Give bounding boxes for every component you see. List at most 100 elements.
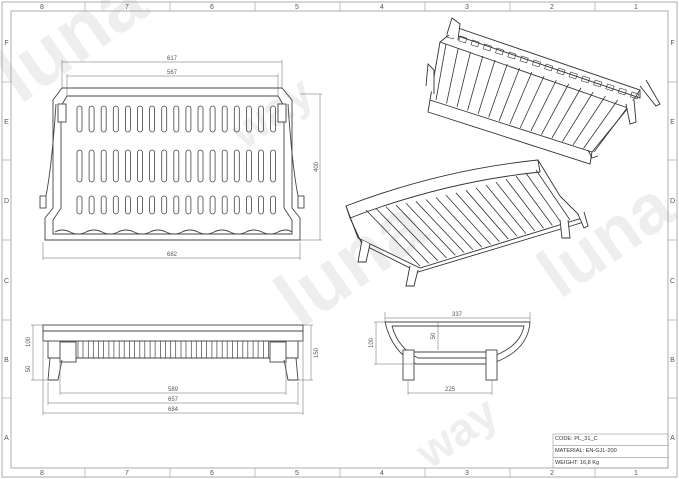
side-bar [160, 340, 166, 359]
row-label-right-3: D [670, 198, 675, 205]
side-bar [98, 340, 104, 359]
top-slot [161, 195, 168, 215]
inner-border [10, 10, 669, 469]
dim-end-50: 50 [431, 332, 437, 339]
iso-1-rib [572, 95, 606, 146]
top-slot [112, 195, 119, 215]
iso-1-slot [458, 35, 468, 44]
iso-1-slot [568, 71, 578, 80]
col-label-bottom-4: 5 [295, 470, 299, 477]
title-block-weight: WEIGHT: 16,8 Kg [555, 460, 600, 466]
iso-1-rib [519, 75, 545, 128]
title-block: CODE: PL_31_C MATERIAL: EN-GJL-200 WEIGH… [553, 434, 669, 470]
side-bar [211, 340, 218, 359]
col-label-top-5: 4 [380, 4, 384, 11]
side-view-dimensions [31, 324, 313, 415]
side-bar [87, 340, 94, 359]
dim-side-100: 100 [26, 336, 32, 347]
top-slot [185, 195, 192, 215]
col-label-bottom-7: 2 [550, 470, 554, 477]
top-slot [125, 195, 131, 215]
iso-2-rib [445, 194, 491, 245]
iso-2-rib [405, 203, 456, 256]
col-label-top-7: 2 [550, 4, 554, 11]
row-label-right-1: F [670, 40, 674, 47]
iso-2-rib [475, 187, 518, 237]
top-slot [100, 149, 107, 183]
top-slot [161, 105, 168, 133]
title-block-code: CODE: PL_31_C [553, 434, 669, 446]
iso-1-slot [593, 79, 603, 88]
top-slot [221, 105, 228, 133]
side-view [42, 324, 304, 381]
iso-2-rib [485, 184, 527, 234]
iso-1-slot [544, 63, 554, 72]
dim-684: 684 [168, 407, 179, 413]
side-bar [263, 340, 269, 359]
row-label-left-6: A [4, 435, 9, 442]
top-slot [270, 105, 277, 133]
iso-1-rib [551, 87, 582, 139]
iso-1-slot [581, 75, 590, 84]
top-slot [245, 149, 252, 183]
top-slot [137, 149, 143, 183]
top-slot [173, 195, 180, 215]
side-bar [77, 340, 84, 359]
row-label-left-1: F [4, 40, 8, 47]
col-label-top-2: 7 [125, 4, 129, 11]
iso-1-rib [530, 79, 557, 132]
top-slot [100, 195, 107, 215]
top-slot [149, 105, 156, 133]
dim-side-50: 50 [26, 365, 32, 372]
iso-2-rib [365, 209, 421, 267]
col-label-top-6: 3 [465, 4, 469, 11]
top-slot [197, 105, 204, 133]
dim-589: 589 [168, 387, 179, 393]
iso-1-rib [498, 67, 520, 121]
iso-2-rib [455, 192, 500, 242]
dim-657: 657 [168, 397, 179, 403]
top-slot [125, 149, 131, 183]
side-bar [252, 340, 259, 359]
side-bar [180, 340, 187, 359]
top-slot [245, 105, 252, 133]
iso-2-rib [415, 201, 465, 253]
dim-400: 400 [314, 161, 320, 172]
iso-1-slot [605, 83, 615, 92]
side-bar [201, 340, 207, 359]
top-slot [149, 149, 156, 183]
row-label-left-5: B [4, 357, 9, 364]
iso-1-slot [556, 67, 566, 76]
iso-1-rib [593, 103, 631, 153]
dim-682: 682 [167, 252, 178, 258]
iso-1-rib [540, 83, 570, 135]
col-label-bottom-6: 3 [465, 470, 469, 477]
col-label-top-4: 5 [295, 4, 299, 11]
iso-1-slot [617, 87, 627, 96]
iso-1-slot [482, 43, 492, 52]
iso-2-rib [505, 178, 544, 229]
iso-view-2 [345, 159, 589, 287]
row-label-right-4: C [670, 278, 675, 285]
top-view-slots [76, 105, 277, 215]
top-slot [209, 195, 216, 215]
iso-2-rib [515, 175, 553, 226]
iso-1-rib [477, 59, 496, 114]
iso-2-rib [525, 172, 562, 223]
row-label-left-3: D [4, 198, 9, 205]
top-slot [76, 105, 83, 133]
top-slot [209, 105, 216, 133]
dim-side-150: 150 [314, 347, 320, 358]
side-bar [242, 340, 249, 359]
dim-end-100: 100 [369, 337, 375, 348]
title-block-frame [552, 433, 669, 469]
col-label-top-8: 1 [634, 4, 638, 11]
row-label-left-4: C [4, 278, 9, 285]
iso-1-rib [435, 43, 447, 101]
iso-1-rib [488, 63, 508, 118]
watermark-text-1: luna [0, 0, 162, 119]
watermark-text-2: way [220, 65, 322, 158]
row-label-right-6: A [670, 435, 675, 442]
